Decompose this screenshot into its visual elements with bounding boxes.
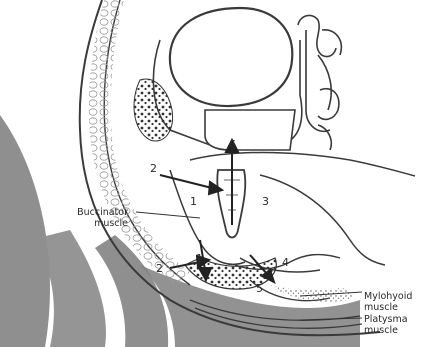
- nasal-conchae: [298, 15, 341, 150]
- marker-2-lower: 2: [156, 262, 163, 275]
- marker-5: 5: [256, 282, 263, 295]
- gray-bands: [0, 115, 360, 347]
- marker-6: 6: [229, 138, 236, 151]
- gray-band-outer: [0, 115, 50, 347]
- marker-3: 3: [262, 195, 269, 208]
- buccinator-label-line1: Buccinator: [77, 207, 128, 218]
- buccinator-label: Buccinator muscle: [77, 207, 128, 229]
- platysma-label-line1: Platysma: [364, 314, 408, 325]
- mylohyoid-label: Mylohyoid muscle: [364, 291, 412, 313]
- platysma-label-line2: muscle: [364, 325, 398, 336]
- maxillary-sinus: [134, 8, 302, 150]
- mylohyoid-label-line1: Mylohyoid: [364, 291, 412, 302]
- buccinator-label-line2: muscle: [94, 218, 128, 229]
- oral-region: [170, 153, 415, 272]
- marker-1-upper: 1: [190, 195, 197, 208]
- marker-1-lower: 1: [196, 252, 203, 265]
- marker-4: 4: [282, 256, 289, 269]
- mylohyoid-label-line2: muscle: [364, 302, 398, 313]
- platysma-label: Platysma muscle: [364, 314, 408, 336]
- marker-2-upper: 2: [150, 162, 157, 175]
- bone-stipple: [134, 79, 173, 141]
